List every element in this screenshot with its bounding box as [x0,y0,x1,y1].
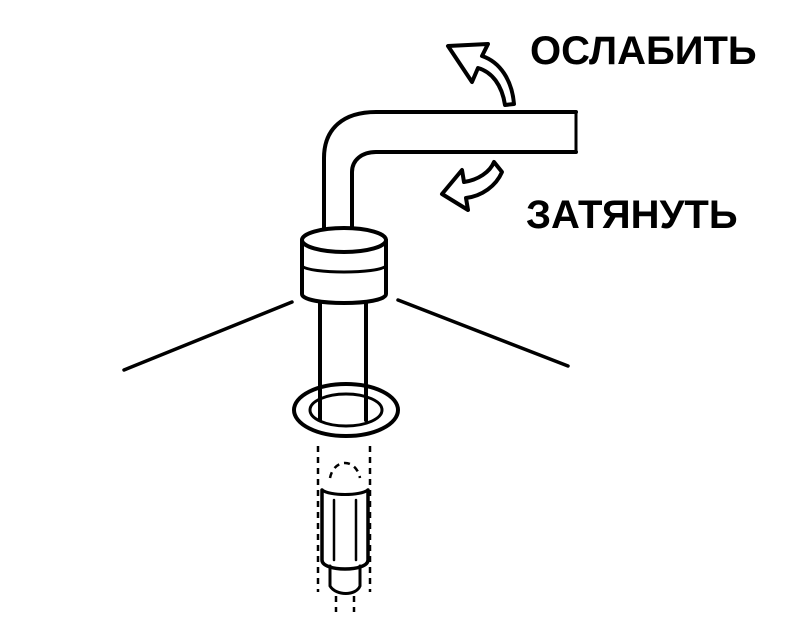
loosen-arrow-icon [448,44,514,105]
plug-hole-ring [294,384,398,436]
socket-shaft [320,302,366,420]
socket-collar [302,228,386,303]
tighten-label: ЗАТЯНУТЬ [526,193,738,237]
spark-plug-hidden [318,446,370,612]
engine-surface-lines [124,300,568,370]
tighten-arrow-icon [442,162,502,210]
loosen-label: ОСЛАБИТЬ [530,29,757,73]
